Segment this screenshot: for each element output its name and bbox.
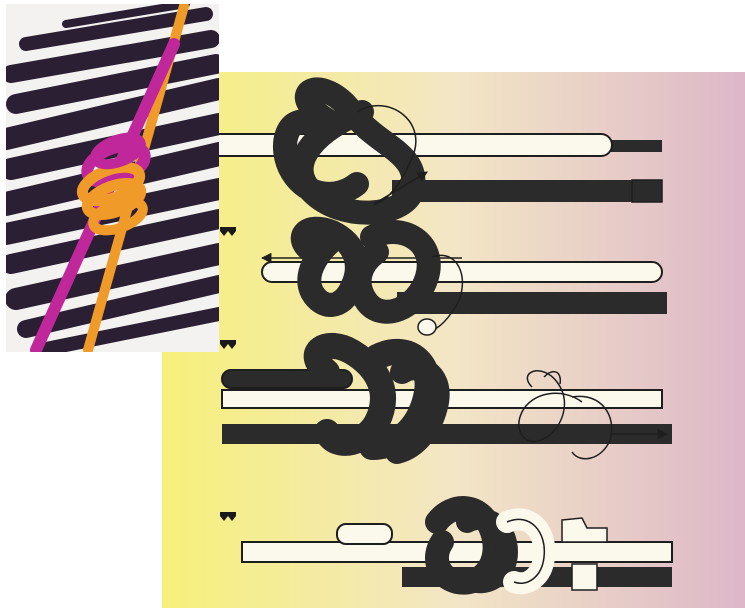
light-rope-end	[337, 524, 392, 544]
knot-tying-diagram	[162, 72, 745, 608]
light-rope-straight	[242, 542, 672, 562]
knot-photo	[6, 4, 219, 352]
diagram-svg	[162, 72, 745, 608]
photo-svg	[6, 4, 219, 352]
dark-rope-straight	[397, 292, 667, 314]
dark-rope-straight	[392, 180, 662, 202]
light-rope-end	[572, 564, 597, 590]
dark-rope-straight	[222, 424, 672, 444]
rope-end-cap	[418, 319, 436, 335]
dark-rope-end	[632, 180, 662, 202]
